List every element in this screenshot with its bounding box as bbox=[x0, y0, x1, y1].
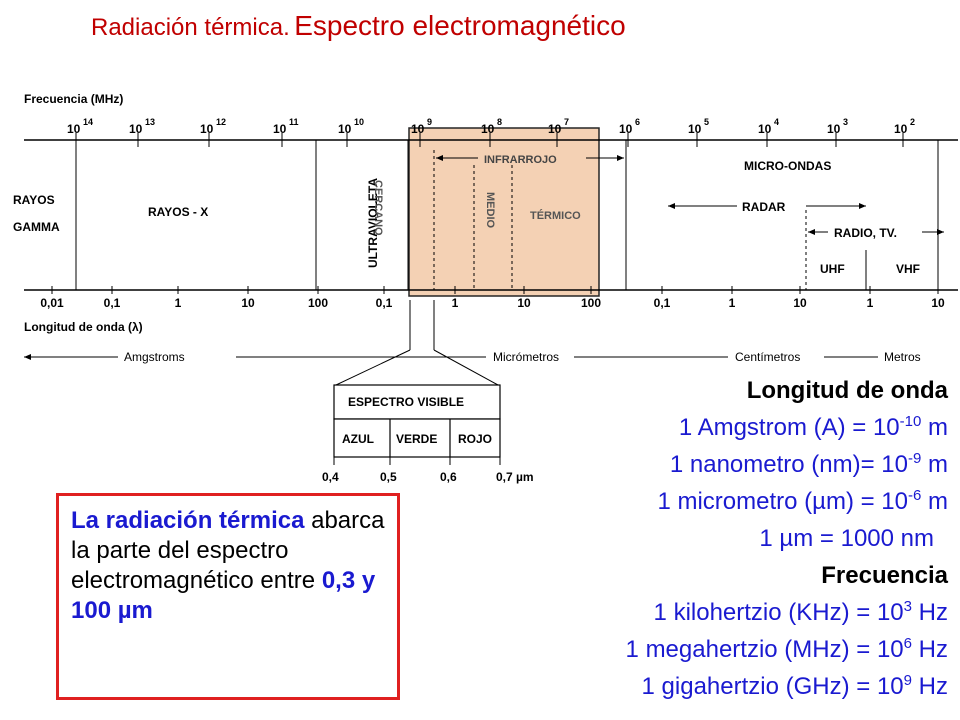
frequency-tick-exponent: 5 bbox=[704, 117, 709, 127]
wavelength-tick-label: 0,1 bbox=[376, 296, 393, 310]
frequency-tick-label: 10 bbox=[688, 122, 702, 136]
visible-tick-04: 0,4 bbox=[322, 470, 339, 484]
vhf-label: VHF bbox=[896, 262, 920, 276]
radar-label: RADAR bbox=[742, 200, 786, 214]
visible-color-azul: AZUL bbox=[342, 432, 374, 446]
wavelength-tick-label: 1 bbox=[729, 296, 736, 310]
frequency-tick-label: 10 bbox=[894, 122, 908, 136]
frequency-tick-exponent: 14 bbox=[83, 117, 93, 127]
slide-title: Radiación térmica. Espectro electromagné… bbox=[91, 10, 626, 42]
visible-color-rojo: ROJO bbox=[458, 432, 492, 446]
region-dividers bbox=[75, 140, 939, 290]
frequency-tick-label: 10 bbox=[67, 122, 81, 136]
conv-angstrom: 1 Amgstrom (A) = 10-10 m bbox=[678, 413, 948, 441]
wavelength-tick-label: 0,1 bbox=[654, 296, 671, 310]
frequency-tick-label: 10 bbox=[827, 122, 841, 136]
unit-micrometers: Micrómetros bbox=[493, 350, 559, 364]
frequency-tick-exponent: 2 bbox=[910, 117, 915, 127]
frequency-tick-exponent: 13 bbox=[145, 117, 155, 127]
wavelength-tick-label: 1 bbox=[452, 296, 459, 310]
frequency-tick-label: 10 bbox=[338, 122, 352, 136]
wavelength-axis-label: Longitud de onda (λ) bbox=[24, 320, 143, 334]
wavelength-tick-label: 10 bbox=[793, 296, 807, 310]
wavelength-tick-label: 10 bbox=[517, 296, 531, 310]
wavelength-tick-label: 0,01 bbox=[40, 296, 64, 310]
frequency-tick-exponent: 9 bbox=[427, 117, 432, 127]
radio-label: RADIO, TV. bbox=[834, 226, 897, 240]
unit-centimeters: Centímetros bbox=[735, 350, 800, 364]
frequency-tick-label: 10 bbox=[548, 122, 562, 136]
wavelength-tick-label: 1 bbox=[867, 296, 874, 310]
conv-um-nm: 1 µm = 1000 nm bbox=[759, 525, 934, 552]
unit-meters: Metros bbox=[884, 350, 921, 364]
frequency-tick-label: 10 bbox=[273, 122, 287, 136]
conv-mhz: 1 megahertzio (MHz) = 106 Hz bbox=[625, 635, 948, 663]
xray-label: RAYOS - X bbox=[148, 205, 208, 219]
frequency-tick-exponent: 6 bbox=[635, 117, 640, 127]
visible-funnel bbox=[335, 300, 499, 386]
wavelength-tick-label: 100 bbox=[581, 296, 601, 310]
frequency-tick-label: 10 bbox=[200, 122, 214, 136]
frequency-tick-exponent: 12 bbox=[216, 117, 226, 127]
ir-thermal-label: TÉRMICO bbox=[530, 209, 581, 222]
wavelength-title: Longitud de onda bbox=[746, 377, 948, 404]
wavelength-ticks: 0,01 0,1 1 10 100 0,1 1 10 100 0,1 1 10 1 10 bbox=[40, 286, 945, 310]
frequency-tick-label: 10 bbox=[619, 122, 633, 136]
gamma-label-1: RAYOS bbox=[13, 193, 55, 207]
visible-tick-07: 0,7 µm bbox=[496, 470, 534, 484]
conv-khz: 1 kilohertzio (KHz) = 103 Hz bbox=[653, 598, 948, 626]
thermal-highlight-box bbox=[408, 127, 600, 297]
infrared-label: INFRARROJO bbox=[484, 154, 557, 166]
frequency-tick-exponent: 10 bbox=[354, 117, 364, 127]
frequency-tick-label: 10 bbox=[481, 122, 495, 136]
frequency-tick-exponent: 8 bbox=[497, 117, 502, 127]
unit-conversions: Longitud de onda 1 Amgstrom (A) = 10-10 … bbox=[626, 372, 948, 705]
ir-near-label: CERCANO bbox=[372, 180, 384, 236]
microwave-label: MICRO-ONDAS bbox=[744, 159, 831, 173]
ir-subdividers bbox=[433, 150, 807, 290]
wavelength-tick-label: 0,1 bbox=[104, 296, 121, 310]
thermal-radiation-callout: La radiación térmica abarca la parte del… bbox=[56, 493, 400, 700]
frequency-tick-exponent: 7 bbox=[564, 117, 569, 127]
conv-ghz: 1 gigahertzio (GHz) = 109 Hz bbox=[641, 672, 948, 700]
visible-tick-06: 0,6 bbox=[440, 470, 457, 484]
frequency-tick-label: 10 bbox=[411, 122, 425, 136]
arrow-heads bbox=[436, 155, 944, 235]
frequency-tick-exponent: 11 bbox=[289, 117, 299, 127]
frequency-tick-exponent: 4 bbox=[774, 117, 779, 127]
ir-mid-label: MEDIO bbox=[484, 192, 496, 229]
visible-color-verde: VERDE bbox=[396, 432, 437, 446]
visible-title: ESPECTRO VISIBLE bbox=[348, 395, 464, 409]
title-part2: Espectro electromagnético bbox=[294, 10, 626, 41]
frequency-tick-exponent: 3 bbox=[843, 117, 848, 127]
callout-highlight: La radiación térmica bbox=[71, 507, 305, 534]
callout-range: 0,3 y 100 µm bbox=[71, 567, 376, 624]
conv-micrometer: 1 micrometro (µm) = 10-6 m bbox=[657, 487, 948, 515]
wavelength-tick-label: 100 bbox=[308, 296, 328, 310]
frequency-axis-label: Frecuencia (MHz) bbox=[24, 92, 123, 106]
title-part1: Radiación térmica. bbox=[91, 14, 290, 41]
conv-nanometer: 1 nanometro (nm)= 10-9 m bbox=[669, 450, 948, 478]
gamma-label-2: GAMMA bbox=[13, 220, 60, 234]
uhf-label: UHF bbox=[820, 262, 845, 276]
visible-ticks bbox=[333, 457, 501, 465]
wavelength-tick-label: 10 bbox=[931, 296, 945, 310]
uv-label: ULTRAVIOLETA bbox=[366, 178, 380, 268]
callout-body: abarca la parte del espectro electromagn… bbox=[71, 507, 385, 594]
wavelength-tick-label: 1 bbox=[175, 296, 182, 310]
wavelength-tick-label: 10 bbox=[241, 296, 255, 310]
frequency-tick-label: 10 bbox=[129, 122, 143, 136]
visible-spectrum-box bbox=[333, 384, 501, 458]
unit-angstroms: Amgstroms bbox=[124, 350, 185, 364]
frequency-tick-label: 10 bbox=[758, 122, 772, 136]
frequency-title: Frecuencia bbox=[821, 562, 948, 589]
visible-tick-05: 0,5 bbox=[380, 470, 397, 484]
